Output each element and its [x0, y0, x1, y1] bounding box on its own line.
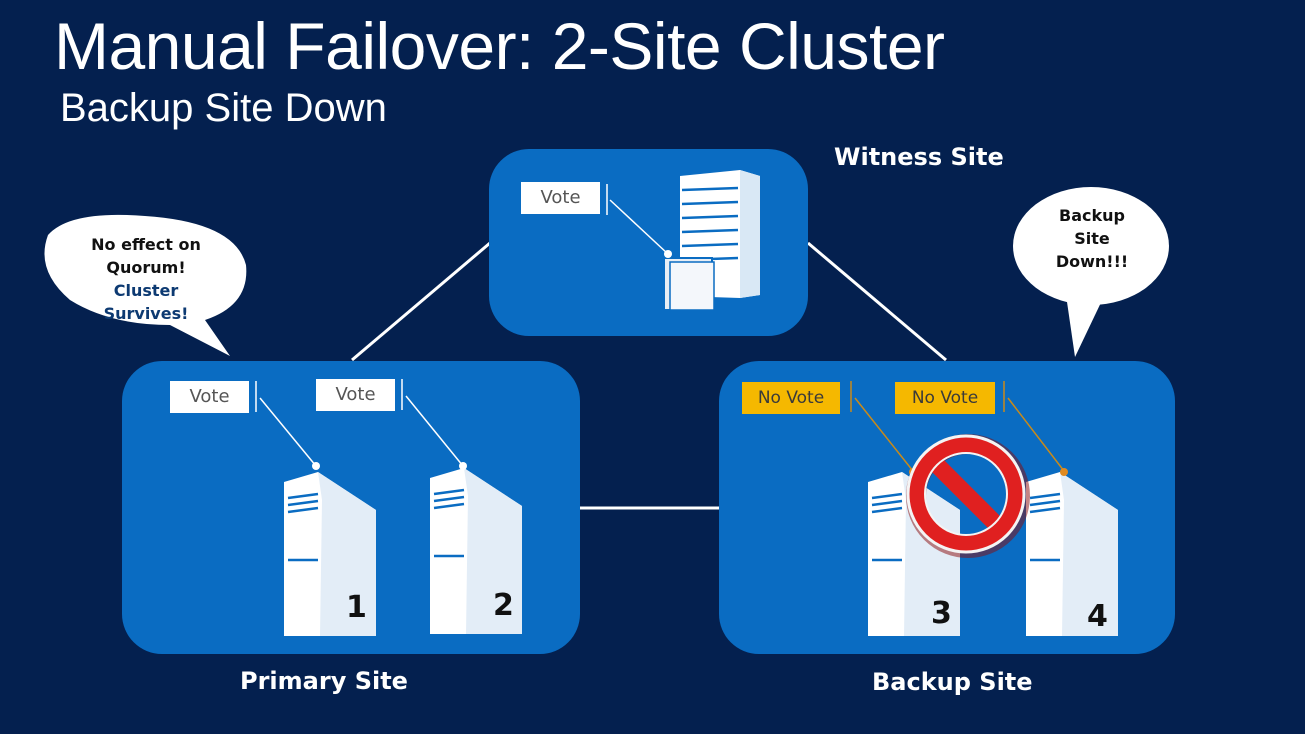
witness-site-label: Witness Site — [834, 143, 1004, 171]
witness-vote-tag: Vote — [521, 182, 600, 214]
node3-no-vote-tag: No Vote — [742, 382, 840, 414]
node-3-number: 3 — [931, 596, 952, 631]
node1-vote-tag: Vote — [170, 381, 249, 413]
right-speech-bubble — [1013, 187, 1169, 357]
prohibited-icon — [906, 434, 1030, 558]
left-bubble-line-3: Cluster — [113, 281, 179, 300]
link-primary-witness — [351, 241, 491, 362]
node4-no-vote-tag: No Vote — [895, 382, 995, 414]
vote-leader-lines — [255, 184, 669, 467]
right-bubble-line-1: Backup — [1059, 206, 1125, 225]
left-bubble-text: No effect on Quorum! Cluster Survives! — [70, 233, 222, 325]
page-title: Manual Failover: 2-Site Cluster — [54, 9, 945, 83]
node-1-number: 1 — [346, 590, 367, 625]
node-2-number: 2 — [493, 588, 514, 623]
node-4-number: 4 — [1087, 599, 1108, 634]
backup-site-label: Backup Site — [872, 668, 1033, 696]
left-bubble-line-2: Quorum! — [106, 258, 186, 277]
right-bubble-text: Backup Site Down!!! — [1032, 204, 1152, 273]
node2-vote-tag: Vote — [316, 379, 395, 411]
page-subtitle: Backup Site Down — [60, 86, 387, 130]
left-bubble-line-1: No effect on — [91, 235, 201, 254]
no-vote-leader-lines — [850, 381, 1065, 472]
primary-site-label: Primary Site — [240, 667, 408, 695]
server-node-1-icon — [284, 472, 376, 636]
server-node-2-icon — [430, 468, 522, 634]
right-bubble-line-2: Site — [1074, 229, 1110, 248]
file-share-witness-icon — [663, 257, 715, 311]
server-node-4-icon — [1026, 472, 1118, 636]
left-speech-bubble — [44, 214, 247, 356]
right-bubble-line-3: Down!!! — [1055, 252, 1129, 271]
link-backup-witness — [807, 241, 947, 362]
left-bubble-line-4: Survives! — [103, 304, 189, 323]
